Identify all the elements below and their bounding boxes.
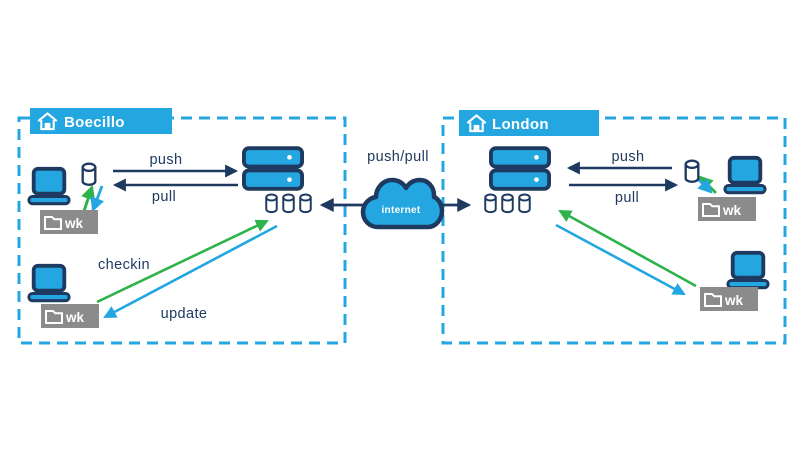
push-pull-label: push/pull xyxy=(367,149,429,165)
boecillo-server-db3-icon xyxy=(299,193,312,214)
site-london: push pull wk wk London xyxy=(441,110,787,345)
boecillo-workspace-badge-top: wk xyxy=(40,210,98,234)
london-checkin-arrow xyxy=(558,209,697,288)
london-push-label: push xyxy=(611,149,644,165)
workspace-badge-label: wk xyxy=(724,293,744,308)
workspace-badge-label: wk xyxy=(64,216,84,231)
boecillo-server-db1-icon xyxy=(265,193,278,214)
boecillo-push-label: push xyxy=(149,152,182,168)
boecillo-update-arrow xyxy=(103,224,278,319)
boecillo-dashed-border xyxy=(17,116,347,345)
site-boecillo: push pull checkin update wk wk xyxy=(17,108,347,345)
internet-cloud-icon xyxy=(360,177,445,230)
boecillo-title-bar: Boecillo xyxy=(30,108,172,134)
london-server-db1-icon xyxy=(484,193,497,214)
london-server-db3-icon xyxy=(518,193,531,214)
boecillo-laptop-bottom-icon xyxy=(27,263,71,303)
boecillo-sync-down-arrow xyxy=(90,185,105,213)
london-title-bar: London xyxy=(459,110,599,136)
london-server-db2-icon xyxy=(501,193,514,214)
london-workspace-badge-bottom: wk xyxy=(700,287,758,311)
site-name: Boecillo xyxy=(64,114,125,131)
workspace-badge-label: wk xyxy=(722,203,742,218)
boecillo-local-db-icon xyxy=(81,162,97,187)
london-local-db-icon xyxy=(684,159,700,184)
boecillo-sync-up-arrow xyxy=(81,184,96,212)
boecillo-workspace-badge-bottom: wk xyxy=(41,304,99,328)
london-laptop-top-icon xyxy=(723,155,767,195)
site-name: London xyxy=(492,116,549,133)
internet-cloud-label: internet xyxy=(381,205,420,216)
workspace-badge-label: wk xyxy=(65,310,85,325)
boecillo-checkin-label: checkin xyxy=(98,257,150,273)
london-laptop-bottom-icon xyxy=(726,250,770,290)
boecillo-server-icon xyxy=(242,146,304,191)
london-workspace-badge-top: wk xyxy=(698,197,756,221)
boecillo-laptop-top-icon xyxy=(27,166,71,206)
folder-icon xyxy=(44,216,62,230)
london-dashed-border xyxy=(441,116,787,345)
london-pull-label: pull xyxy=(615,190,639,206)
london-server-icon xyxy=(489,146,551,191)
boecillo-checkin-arrow xyxy=(96,219,269,304)
boecillo-pull-label: pull xyxy=(152,189,176,205)
folder-icon xyxy=(702,203,720,217)
boecillo-update-label: update xyxy=(161,306,208,322)
folder-icon xyxy=(45,310,63,324)
london-update-arrow xyxy=(555,223,686,296)
boecillo-server-db2-icon xyxy=(282,193,295,214)
folder-icon xyxy=(704,293,722,307)
internet-link: push/pull internet xyxy=(319,149,472,230)
